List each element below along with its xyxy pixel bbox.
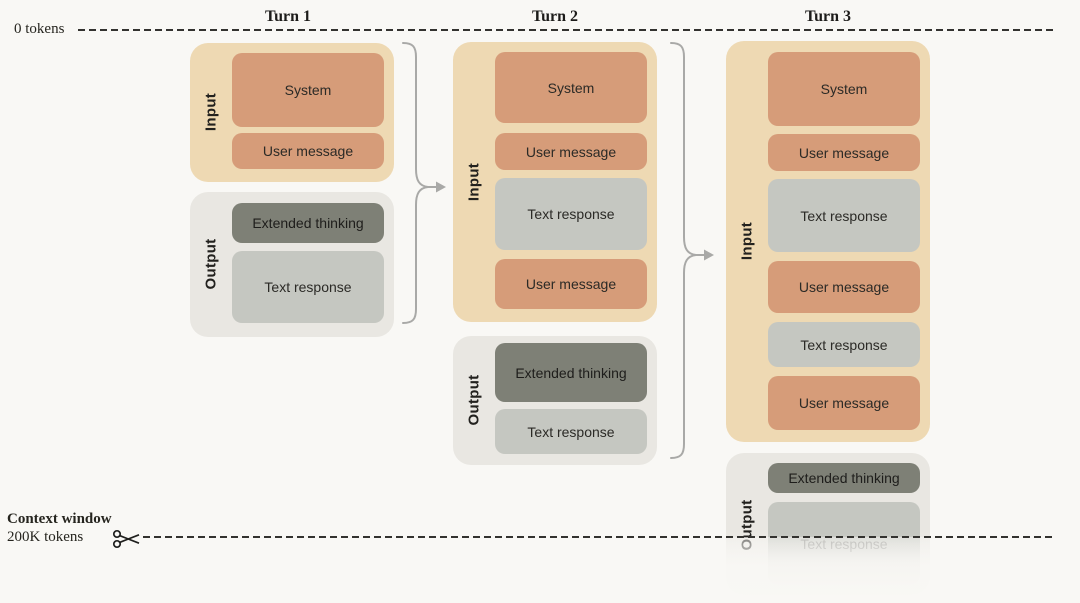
user-message-block: User message	[495, 133, 647, 170]
system-block: System	[768, 52, 920, 126]
turn-1-title: Turn 1	[264, 8, 312, 25]
scissors-icon	[112, 529, 140, 549]
context-window-title: Context window	[7, 511, 112, 527]
text-response-block: Text response	[495, 409, 647, 454]
text-response-block: Text response	[768, 179, 920, 252]
user-message-block: User message	[768, 134, 920, 171]
text-response-block: Text response	[232, 251, 384, 323]
output-to-next-input-arrow-turn1	[402, 42, 438, 324]
extended-thinking-block: Extended thinking	[768, 463, 920, 493]
arrowhead-icon	[704, 249, 714, 261]
system-block: System	[495, 52, 647, 123]
output-to-next-input-arrow-turn2	[670, 42, 706, 459]
text-response-block: Text response	[768, 322, 920, 367]
arrowhead-icon	[436, 181, 446, 193]
user-message-block: User message	[495, 259, 647, 309]
turn-3-title: Turn 3	[804, 8, 852, 25]
extended-thinking-block: Extended thinking	[495, 343, 647, 402]
extended-thinking-block: Extended thinking	[232, 203, 384, 243]
system-block: System	[232, 53, 384, 127]
text-response-block: Text response	[495, 178, 647, 250]
user-message-block: User message	[768, 376, 920, 430]
user-message-block: User message	[768, 261, 920, 313]
zero-tokens-label: 0 tokens	[14, 21, 65, 37]
turn-2-title: Turn 2	[531, 8, 579, 25]
user-message-block: User message	[232, 133, 384, 169]
context-window-line	[143, 536, 1053, 538]
zero-tokens-line	[78, 29, 1053, 31]
context-window-subtitle: 200K tokens	[7, 529, 84, 545]
